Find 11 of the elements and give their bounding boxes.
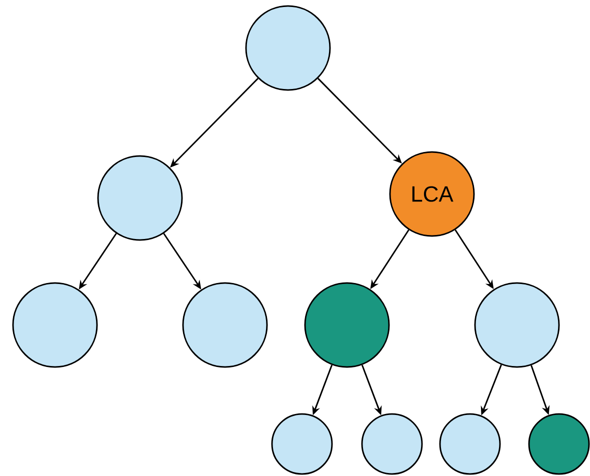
empty-circle-node xyxy=(12,282,98,368)
empty-circle-node xyxy=(439,413,501,475)
empty-circle-node xyxy=(304,282,390,368)
empty-circle-node xyxy=(528,413,590,475)
empty-circle-node xyxy=(245,5,331,91)
empty-circle-node xyxy=(474,282,560,368)
empty-circle-node xyxy=(97,155,183,241)
circle-node: LCA xyxy=(389,151,475,237)
empty-circle-node xyxy=(271,413,333,475)
empty-circle-node xyxy=(361,413,423,475)
empty-circle-node xyxy=(182,282,268,368)
